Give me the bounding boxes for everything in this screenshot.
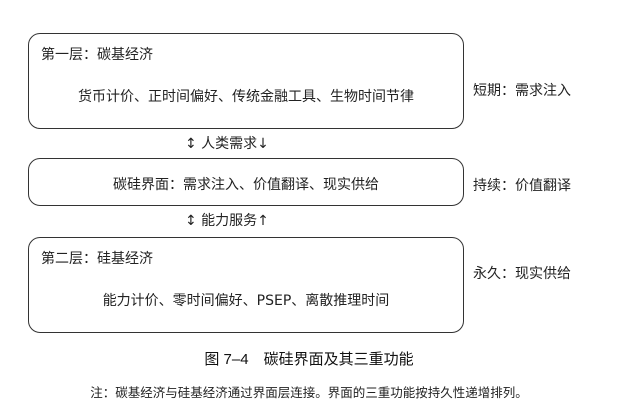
silicon-layer-content: 能力计价、零时间偏好、PSEP、离散推理时间 xyxy=(102,293,390,309)
interface-side-label: 持续：价值翻译 xyxy=(473,178,571,194)
carbon-economy-layer: 第一层：碳基经济 货币计价、正时间偏好、传统金融工具、生物时间节律 xyxy=(28,33,464,129)
carbon-layer-title: 第一层：碳基经济 xyxy=(41,47,153,63)
silicon-side-label: 永久：现实供给 xyxy=(473,266,571,282)
carbon-side-label: 短期：需求注入 xyxy=(473,83,571,99)
carbon-layer-content: 货币计价、正时间偏好、传统金融工具、生物时间节律 xyxy=(78,89,414,105)
interface-layer-content: 碳硅界面：需求注入、价值翻译、现实供给 xyxy=(113,177,379,193)
capability-service-connector: ↕ 能力服务↑ xyxy=(185,213,269,229)
silicon-layer-title: 第二层：硅基经济 xyxy=(41,251,153,267)
figure-caption: 图 7–4 碳硅界面及其三重功能 xyxy=(204,351,414,368)
human-demand-connector: ↕ 人类需求↓ xyxy=(185,136,269,152)
figure-note: 注：碳基经济与硅基经济通过界面层连接。界面的三重功能按持久性递增排列。 xyxy=(90,385,528,400)
carbon-silicon-interface-layer: 碳硅界面：需求注入、价值翻译、现实供给 xyxy=(28,158,464,206)
silicon-economy-layer: 第二层：硅基经济 能力计价、零时间偏好、PSEP、离散推理时间 xyxy=(28,237,464,333)
